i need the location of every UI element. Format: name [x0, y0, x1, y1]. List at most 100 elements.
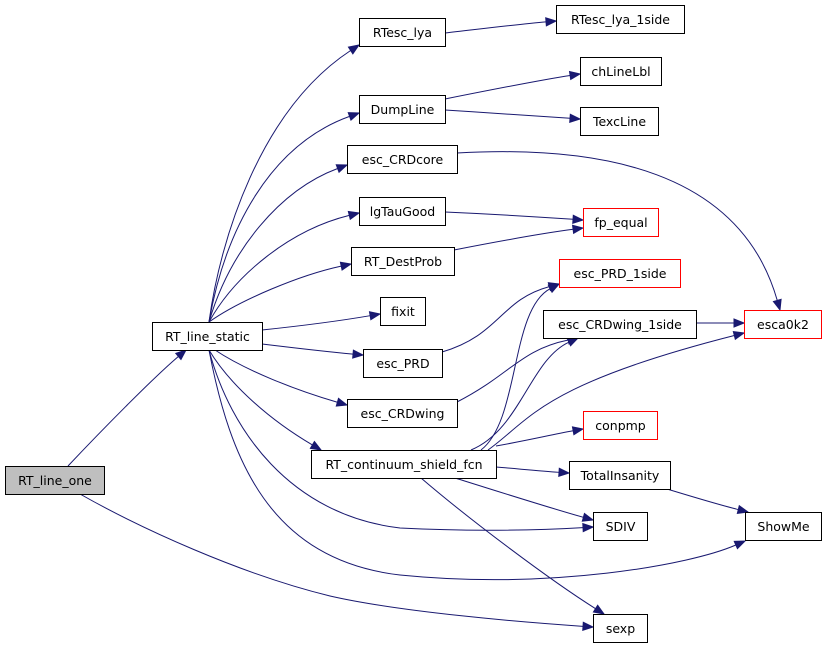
node-TotalInsanity[interactable]: TotalInsanity [569, 461, 671, 490]
node-RT_line_static[interactable]: RT_line_static [152, 322, 263, 351]
edge-RT_continuum_shield_fcn-to-sexp [420, 477, 606, 615]
node-RT_continuum_shield_fcn[interactable]: RT_continuum_shield_fcn [311, 450, 497, 479]
node-box [363, 349, 443, 378]
arrowhead-icon [582, 522, 595, 533]
node-box [583, 411, 658, 440]
node-label: RT_continuum_shield_fcn [325, 457, 482, 472]
arrowhead-icon [733, 318, 746, 328]
node-box [559, 259, 681, 288]
edge-RT_continuum_shield_fcn-to-TotalInsanity [495, 466, 571, 478]
node-box [152, 322, 263, 351]
node-label: fp_equal [594, 215, 647, 230]
node-label: esc_CRDwing_1side [558, 317, 682, 332]
arrowhead-icon [772, 298, 782, 312]
node-RTesc_lya_1side[interactable]: RTesc_lya_1side [556, 5, 685, 34]
edge-RT_line_static-to-RT_DestProb [208, 261, 353, 323]
node-box [580, 57, 662, 86]
node-TexcLine[interactable]: TexcLine [580, 107, 659, 136]
edge-RT_continuum_shield_fcn-to-esc_PRD_1side [480, 283, 561, 451]
edge-line [420, 477, 596, 610]
edge-line [666, 488, 739, 511]
node-label: chLineLbl [591, 64, 650, 79]
node-label: esc_CRDcore [362, 152, 444, 167]
edge-line [208, 349, 313, 446]
node-lgTauGood[interactable]: lgTauGood [359, 197, 446, 226]
node-chLineLbl[interactable]: chLineLbl [580, 57, 662, 86]
node-ShowMe[interactable]: ShowMe [745, 512, 822, 541]
node-box [593, 512, 648, 541]
edge-line [487, 334, 735, 451]
edge-RT_line_one-to-RT_line_static [67, 349, 188, 467]
node-box [745, 512, 822, 541]
edge-RT_line_static-to-ShowMe [208, 349, 747, 581]
node-label: esc_PRD [376, 356, 429, 371]
node-esc_CRDcore[interactable]: esc_CRDcore [347, 145, 458, 174]
arrowhead-icon [592, 604, 606, 615]
node-esc_CRDwing_1side[interactable]: esc_CRDwing_1side [543, 310, 697, 339]
node-label: RT_DestProb [364, 254, 442, 269]
node-label: sexp [606, 621, 635, 636]
nodes-layer: RT_line_one RT_line_static RTesc_lya RTesc_… [5, 5, 822, 643]
node-sexp[interactable]: sexp [593, 614, 648, 643]
edge-RT_continuum_shield_fcn-to-conpmp [495, 426, 585, 447]
edge-line [208, 50, 351, 323]
arrowhead-icon [581, 512, 595, 522]
arrowhead-icon [368, 311, 382, 321]
node-fixit[interactable]: fixit [380, 297, 426, 326]
arrowhead-icon [347, 44, 361, 55]
edge-line [444, 74, 571, 100]
edge-lgTauGood-to-fp_equal [444, 211, 585, 224]
node-box [744, 310, 822, 339]
node-RT_DestProb[interactable]: RT_DestProb [351, 247, 455, 276]
node-box [556, 5, 685, 34]
node-esca0k2[interactable]: esca0k2 [744, 310, 822, 339]
edge-line [79, 493, 584, 627]
arrowhead-icon [339, 261, 353, 271]
edge-TotalInsanity-to-ShowMe [666, 488, 750, 515]
node-label: RT_line_one [18, 473, 92, 488]
node-esc_CRDwing[interactable]: esc_CRDwing [347, 399, 458, 428]
edge-esc_CRDwing-to-esc_CRDwing_1side [456, 335, 580, 403]
edge-line [495, 430, 574, 447]
node-fp_equal[interactable]: fp_equal [583, 208, 659, 237]
arrowhead-icon [309, 440, 323, 451]
arrowhead-icon [571, 224, 585, 235]
edge-RT_line_static-to-esc_CRDwing [214, 349, 349, 407]
arrowhead-icon [335, 397, 349, 407]
node-label: conpmp [595, 418, 646, 433]
node-SDIV[interactable]: SDIV [593, 512, 648, 541]
edge-RT_continuum_shield_fcn-to-SDIV [454, 477, 595, 522]
edge-RT_continuum_shield_fcn-to-esca0k2 [487, 331, 746, 451]
node-box [583, 208, 659, 237]
node-RT_line_one[interactable]: RT_line_one [5, 466, 105, 495]
node-esc_PRD_1side[interactable]: esc_PRD_1side [559, 259, 681, 288]
arrowhead-icon [732, 331, 746, 341]
node-box [359, 18, 446, 47]
edge-line [208, 214, 350, 323]
edge-line [208, 349, 584, 531]
node-label: esc_PRD_1side [574, 266, 667, 281]
edge-RT_line_static-to-DumpLine [208, 112, 361, 323]
node-label: RT_line_static [165, 329, 250, 344]
arrowhead-icon [571, 426, 585, 436]
edge-esc_CRDcore-to-esca0k2 [456, 151, 782, 312]
edge-RT_line_static-to-lgTauGood [208, 210, 361, 323]
node-box [5, 466, 105, 495]
edge-RT_line_static-to-RTesc_lya [208, 44, 361, 323]
node-conpmp[interactable]: conpmp [583, 411, 658, 440]
node-label: RTesc_lya [373, 25, 432, 40]
node-esc_PRD[interactable]: esc_PRD [363, 349, 443, 378]
edge-RT_continuum_shield_fcn-to-esc_CRDwing_1side [470, 337, 580, 451]
edge-line [444, 109, 571, 119]
node-box [593, 614, 648, 643]
node-DumpLine[interactable]: DumpLine [359, 95, 446, 124]
arrowhead-icon [547, 283, 561, 294]
arrowhead-icon [572, 214, 585, 224]
node-label: ShowMe [757, 519, 810, 534]
edges-layer [67, 17, 782, 632]
edge-DumpLine-to-chLineLbl [444, 70, 582, 100]
node-label: lgTauGood [370, 204, 435, 219]
node-RTesc_lya[interactable]: RTesc_lya [359, 18, 446, 47]
edge-RT_line_static-to-SDIV [208, 349, 595, 533]
